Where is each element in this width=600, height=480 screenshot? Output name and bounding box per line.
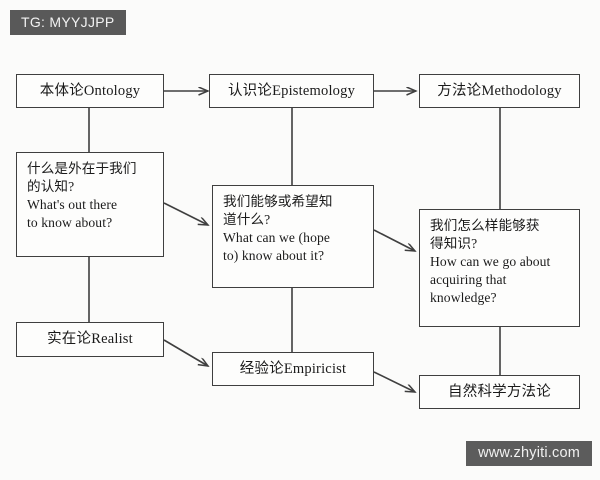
node-empiricist[interactable]: 经验论Empiricist [212, 352, 374, 386]
node-natural-science-label: 自然科学方法论 [448, 383, 551, 400]
node-methodology-label: 方法论Methodology [437, 82, 562, 99]
connector-realist-to-empiricist [163, 339, 208, 366]
question-ontology-cn-line2: 的认知? [27, 179, 75, 195]
node-ontology-label: 本体论Ontology [39, 82, 141, 99]
question-epistemology-en-line1: What can we (hope [223, 230, 330, 246]
tag-badge: TG: MYYJJPP [10, 10, 126, 35]
question-methodology-en-line1: How can we go about [430, 254, 551, 270]
node-question-epistemology[interactable]: 我们能够或希望知 道什么? What can we (hope to) know… [212, 185, 374, 288]
node-question-ontology[interactable]: 什么是外在于我们 的认知? What's out there to know a… [16, 152, 164, 257]
question-methodology-en-line2: acquiring that [430, 272, 507, 288]
question-methodology-text: 我们怎么样能够获 得知识? How can we go about acquir… [430, 217, 570, 307]
question-epistemology-text: 我们能够或希望知 道什么? What can we (hope to) know… [223, 193, 364, 265]
question-methodology-cn-line1: 我们怎么样能够获 [430, 218, 540, 233]
question-methodology-cn-line2: 得知识? [430, 236, 478, 252]
node-ontology[interactable]: 本体论Ontology [16, 74, 164, 108]
node-natural-science[interactable]: 自然科学方法论 [419, 375, 580, 409]
connector-qepistemology-to-qmethodology [373, 229, 415, 251]
question-ontology-en-line1: What's out there [27, 197, 118, 213]
question-epistemology-en-line2: to) know about it? [223, 248, 325, 264]
node-question-methodology[interactable]: 我们怎么样能够获 得知识? How can we go about acquir… [419, 209, 580, 327]
node-epistemology-label: 认识论Epistemology [227, 82, 356, 99]
question-epistemology-cn-line1: 我们能够或希望知 [223, 194, 333, 209]
node-realist[interactable]: 实在论Realist [16, 322, 164, 357]
node-epistemology[interactable]: 认识论Epistemology [209, 74, 374, 108]
node-empiricist-label: 经验论Empiricist [239, 360, 347, 377]
node-realist-label: 实在论Realist [47, 331, 133, 348]
connector-qontology-to-qepistemology [163, 202, 208, 225]
question-epistemology-cn-line2: 道什么? [223, 212, 271, 228]
connector-empiricist-to-natural-science [373, 371, 415, 392]
watermark: www.zhyiti.com [466, 440, 592, 466]
question-ontology-cn-line1: 什么是外在于我们 [27, 161, 137, 176]
question-ontology-text: 什么是外在于我们 的认知? What's out there to know a… [27, 160, 154, 232]
question-methodology-en-line3: knowledge? [430, 290, 497, 306]
node-methodology[interactable]: 方法论Methodology [419, 74, 580, 108]
question-ontology-en-line2: to know about? [27, 215, 113, 231]
